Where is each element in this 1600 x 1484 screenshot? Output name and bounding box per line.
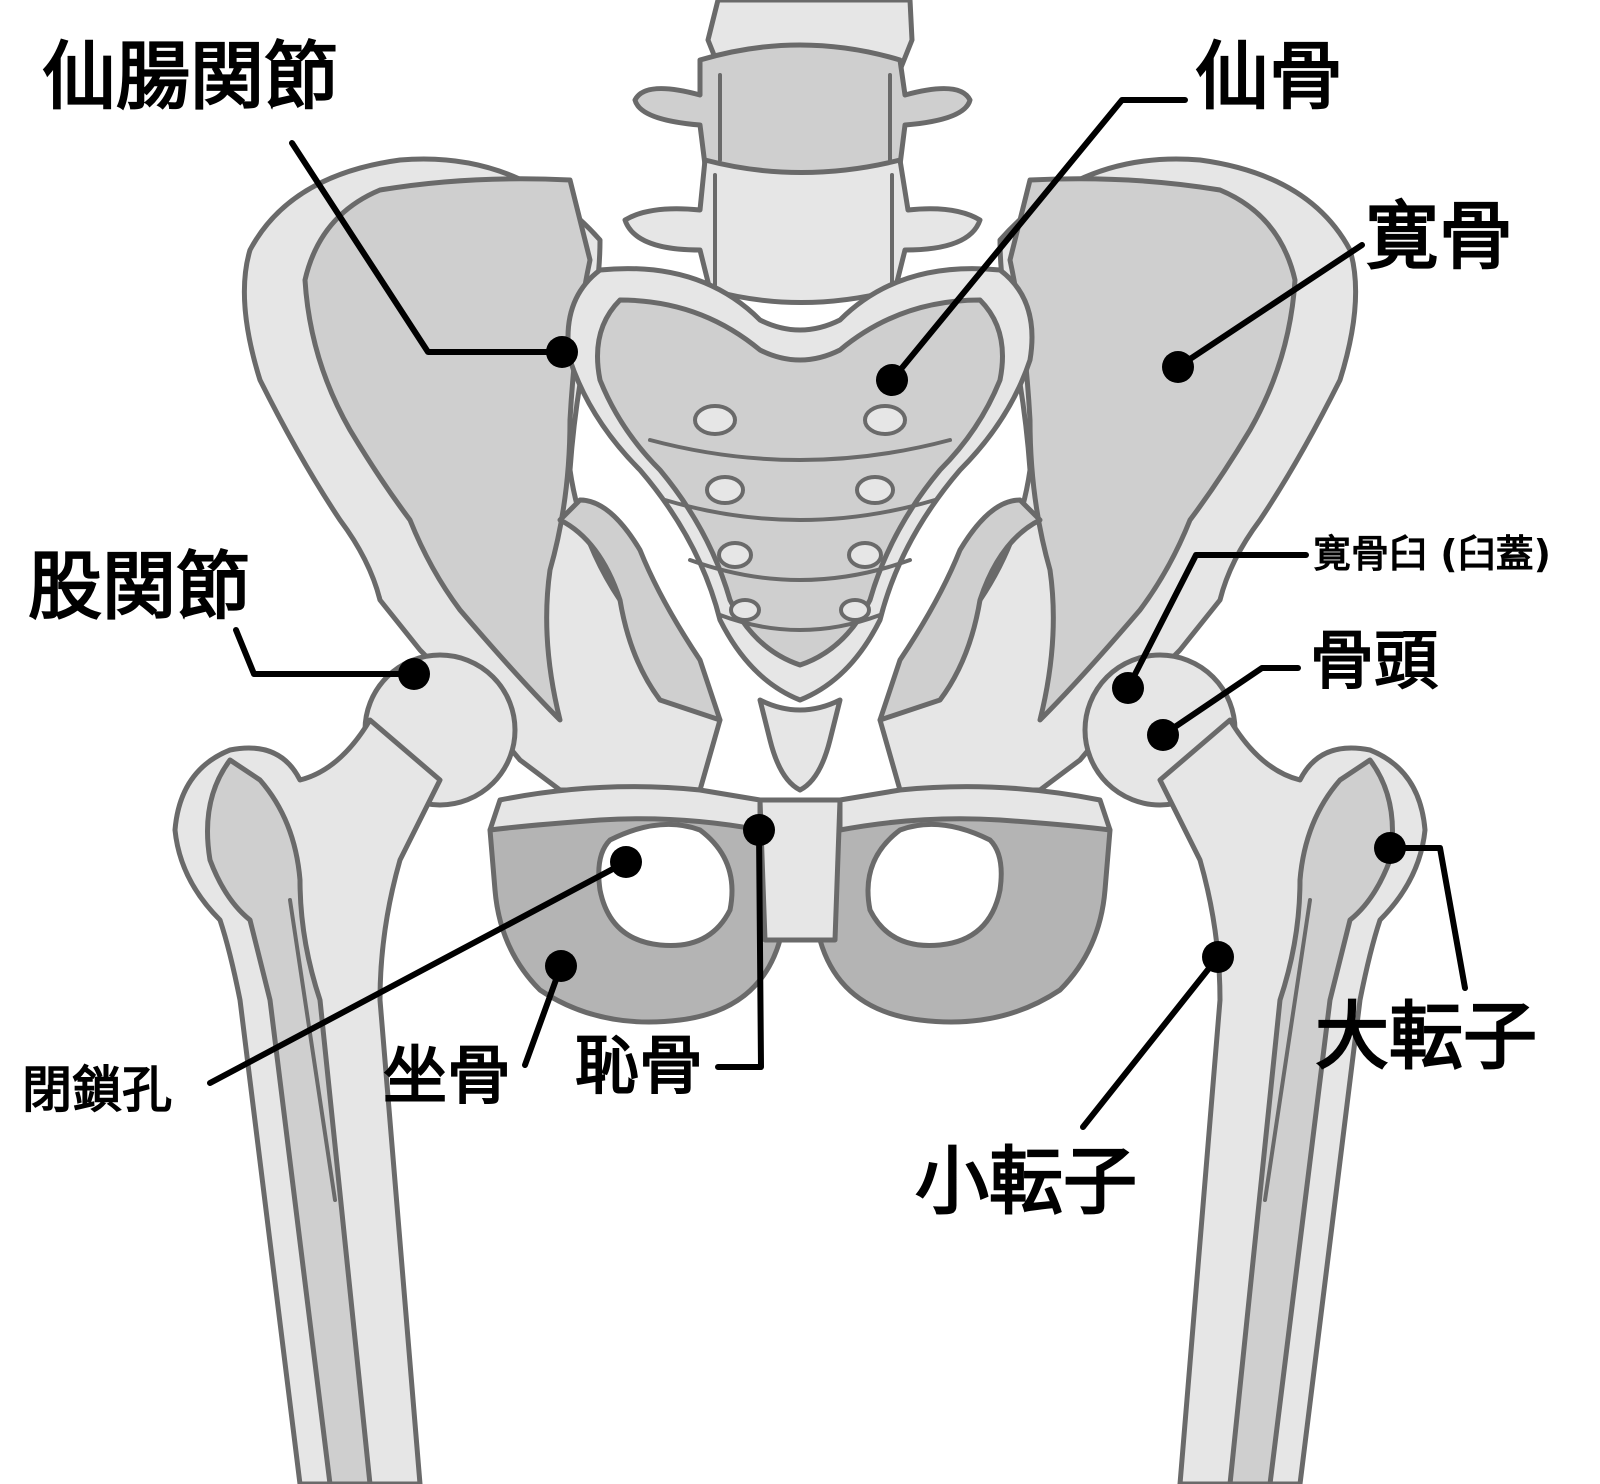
label-hip-joint: 股関節 <box>28 544 250 630</box>
pubic-region <box>487 784 1113 1025</box>
leader-sacrum <box>889 97 1188 383</box>
dot-sacroiliac <box>546 336 578 368</box>
label-ischium: 坐骨 <box>383 1040 511 1114</box>
label-obturator-foramen: 閉鎖孔 <box>22 1061 172 1119</box>
dot-hip-joint <box>398 658 430 690</box>
leader-obturator <box>207 859 629 1086</box>
right-ilium <box>877 156 1359 793</box>
dot-ischium <box>545 950 577 982</box>
right-femur <box>1082 652 1428 1484</box>
label-acetabulum: 寛骨臼 (臼蓋) <box>1313 532 1551 576</box>
label-ilium: 寛骨 <box>1365 194 1513 280</box>
label-lesser-trochanter: 小転子 <box>915 1139 1137 1225</box>
leader-femoral-head <box>1160 665 1301 738</box>
dot-ilium <box>1162 351 1194 383</box>
dot-femoral-head <box>1147 719 1179 751</box>
label-pubis: 恥骨 <box>575 1030 703 1104</box>
left-ilium <box>241 156 723 793</box>
dot-acetabulum <box>1112 672 1144 704</box>
leader-dots <box>398 336 1406 982</box>
dot-greater-trochanter <box>1374 832 1406 864</box>
dot-sacrum <box>876 364 908 396</box>
left-femur <box>172 652 518 1484</box>
label-sacroiliac-joint: 仙腸関節 <box>42 34 338 120</box>
label-sacrum: 仙骨 <box>1195 34 1343 120</box>
leader-pubis <box>715 827 764 1070</box>
label-greater-trochanter: 大転子 <box>1315 994 1537 1080</box>
leader-hip-joint <box>233 627 417 677</box>
dot-lesser-trochanter <box>1202 941 1234 973</box>
leader-sacroiliac <box>289 140 565 355</box>
leader-acetabulum <box>1125 552 1309 691</box>
leader-lesser-trochanter <box>1080 954 1221 1130</box>
dot-pubis <box>743 814 775 846</box>
leader-ischium <box>522 963 564 1068</box>
label-femoral-head: 骨頭 <box>1310 625 1438 699</box>
lumbar-spine <box>622 0 983 305</box>
leader-ilium <box>1175 242 1365 370</box>
dot-obturator <box>610 846 642 878</box>
leader-greater-trochanter <box>1387 845 1468 991</box>
leader-lines <box>207 97 1468 1130</box>
